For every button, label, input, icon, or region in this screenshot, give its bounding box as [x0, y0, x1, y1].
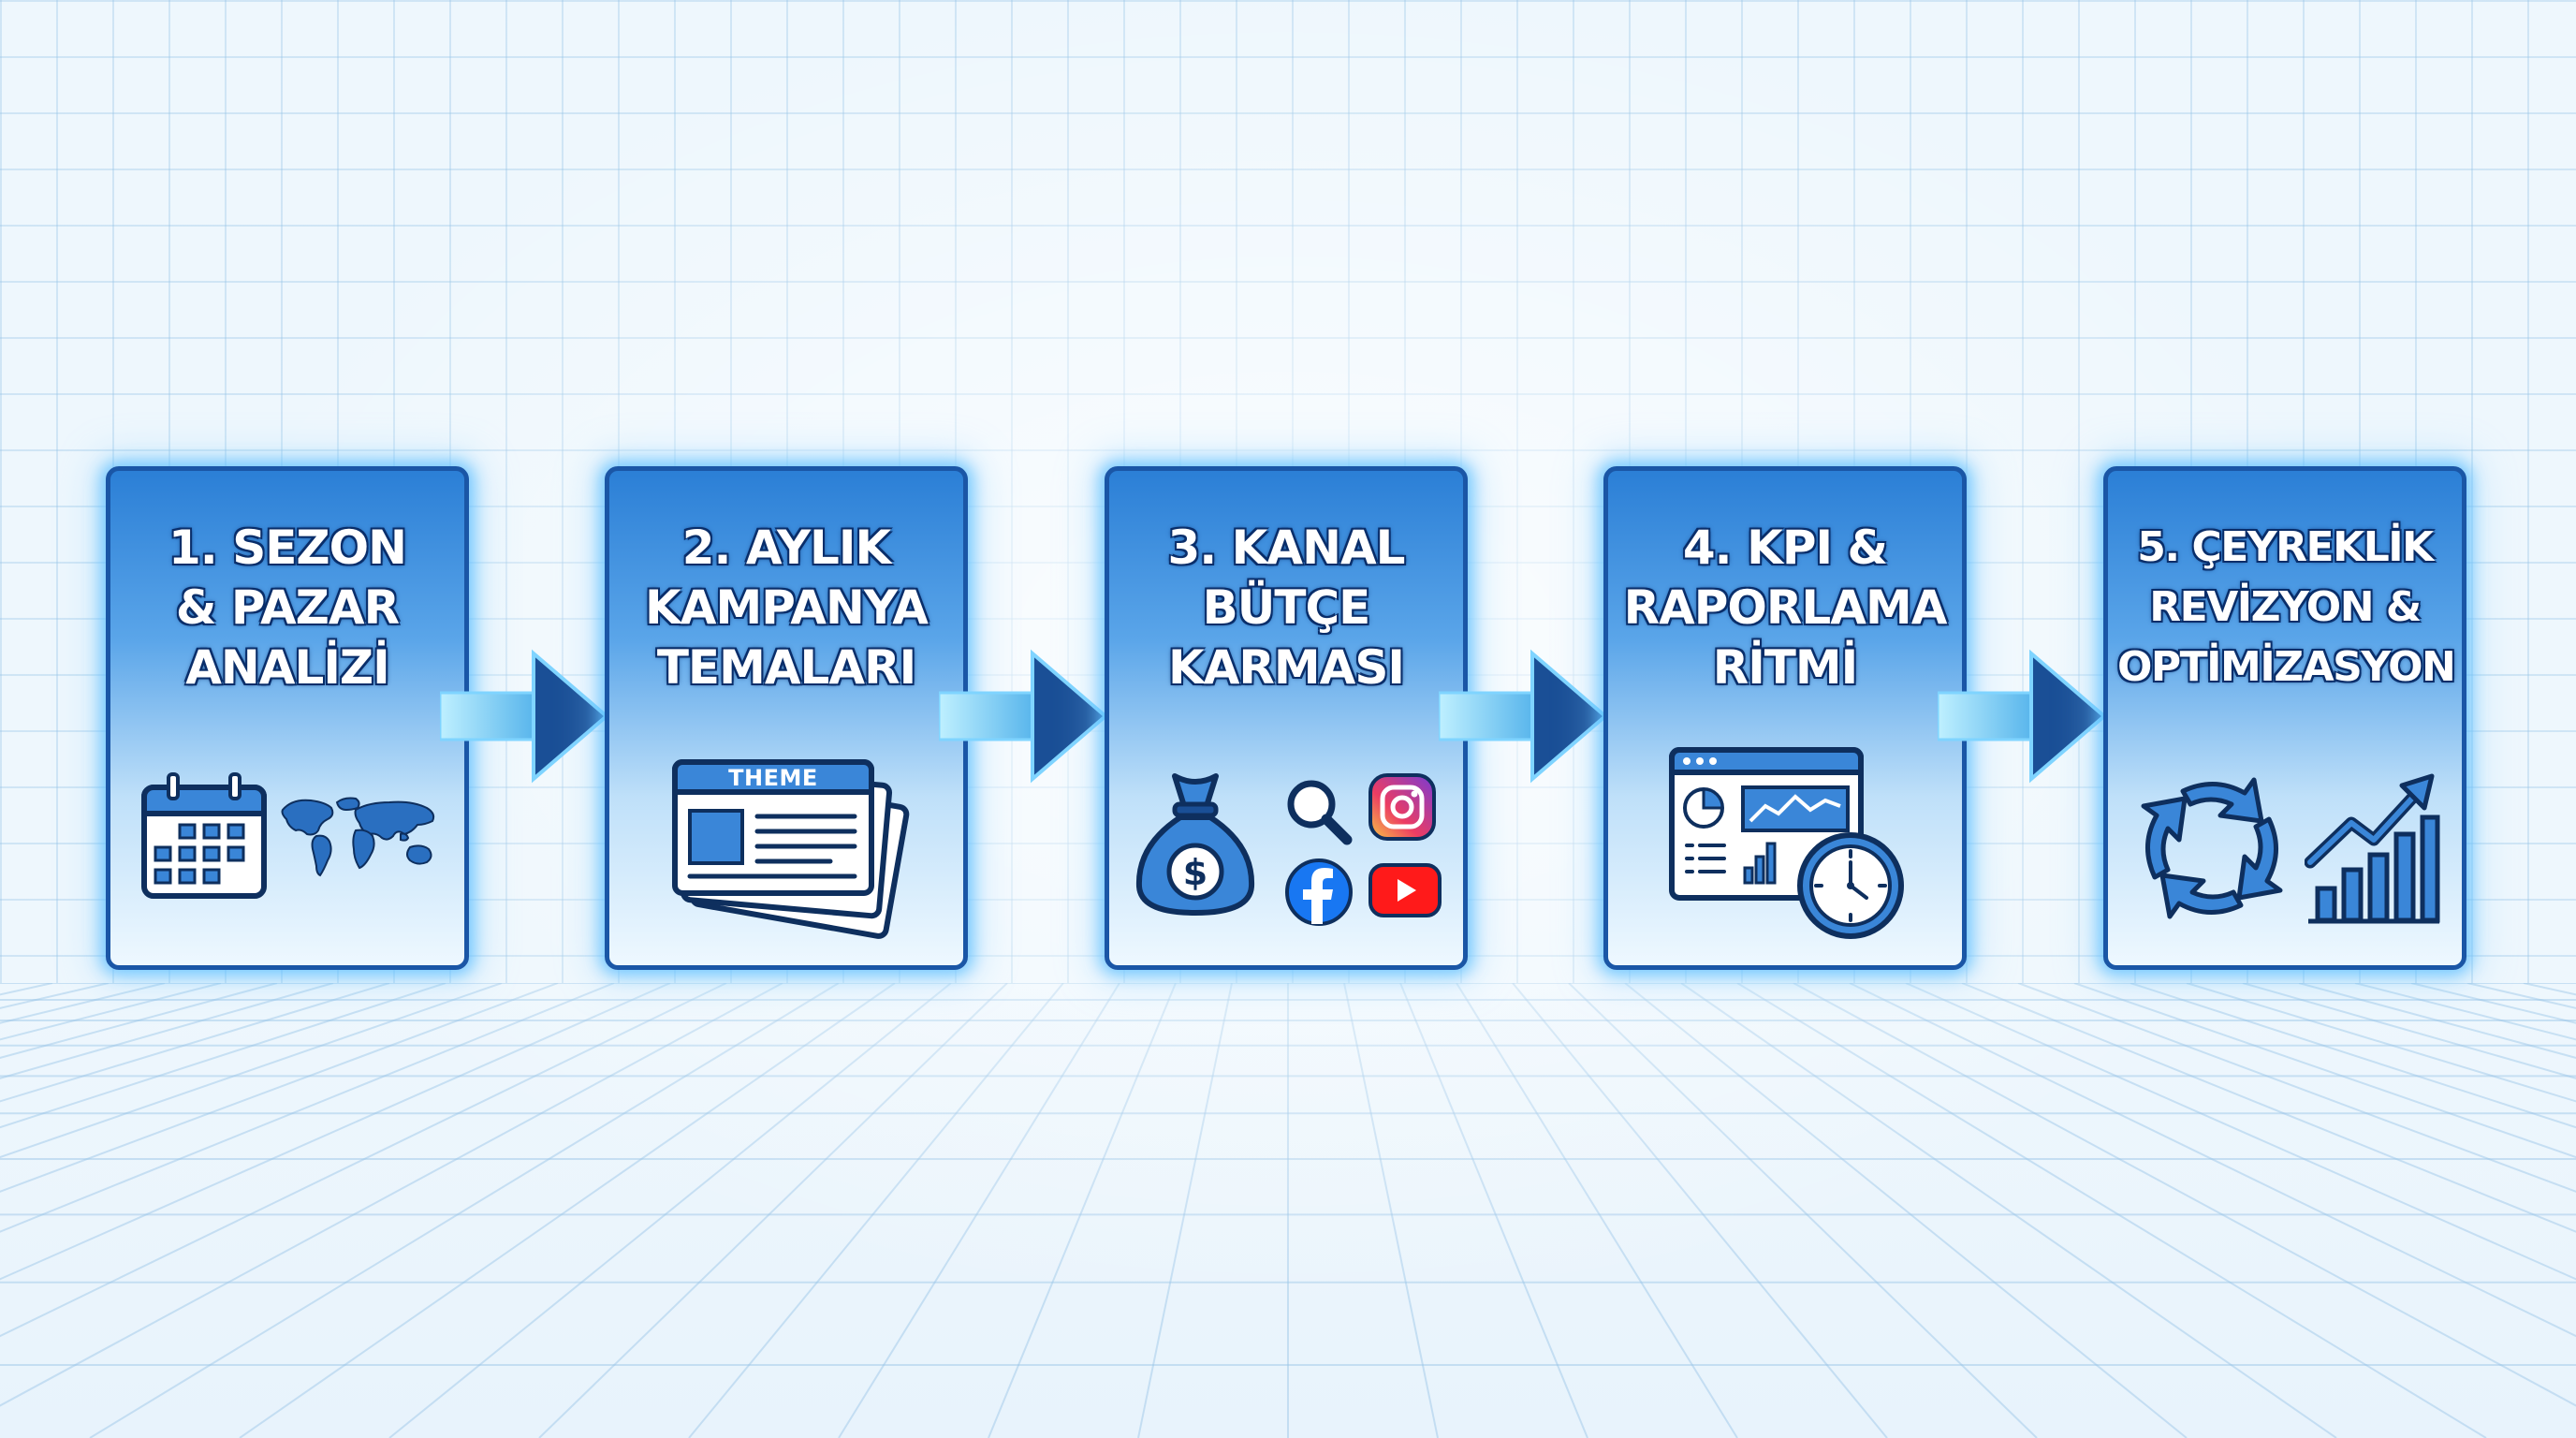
step-1-title: 1. SEZON & PAZAR ANALİZİ	[120, 518, 455, 697]
floor-grid-line	[239, 983, 896, 1438]
floor-grid-line	[1736, 983, 2487, 1438]
step-1-box: 1. SEZON & PAZAR ANALİZİ	[106, 466, 469, 970]
floor-grid-line	[688, 983, 1064, 1438]
facebook-icon	[1283, 857, 1354, 928]
step-1-title-line-1: 1. SEZON	[168, 521, 407, 575]
floor-grid-line	[89, 983, 840, 1438]
step-1-title-line-3: ANALİZİ	[185, 640, 390, 695]
step-5-title-line-2: REVİZYON &	[2149, 583, 2422, 631]
theme-label: THEME	[728, 765, 818, 791]
instagram-icon	[1368, 772, 1437, 842]
floor-grid-line	[1624, 983, 2188, 1438]
step-3-title-line-1: 3. KANAL	[1167, 521, 1405, 575]
money-bag-icon: $	[1134, 769, 1257, 918]
step-5-title-line-1: 5. ÇEYREKLİK	[2137, 523, 2434, 571]
floor-grid-line	[1343, 983, 1439, 1438]
step-5-box: 5. ÇEYREKLİK REVİZYON & OPTİMİZASYON	[2103, 466, 2466, 970]
floor-grid-line	[1793, 983, 2576, 1407]
floor-grid-line	[838, 983, 1120, 1438]
floor-grid-line	[0, 983, 783, 1407]
floor-grid-line	[1456, 983, 1738, 1438]
flow-arrow-3	[1439, 646, 1607, 786]
step-2-title-line-1: 2. AYLIK	[681, 521, 892, 575]
svg-text:$: $	[1183, 852, 1208, 893]
floor-grid-line	[2073, 983, 2576, 1159]
floor-grid-line	[1137, 983, 1233, 1438]
floor-grid-line	[0, 983, 390, 1103]
calendar-icon	[139, 770, 270, 902]
floor-grid-line	[388, 983, 952, 1438]
theme-documents-icon: THEME	[671, 756, 911, 944]
floor-grid-line	[0, 983, 671, 1281]
step-5-title-line-3: OPTİMİZASYON	[2117, 643, 2456, 691]
step-3-title-line-2: BÜTÇE	[1202, 580, 1371, 635]
step-2-title-line-3: TEMALARI	[656, 640, 916, 695]
step-3-box: 3. KANAL BÜTÇE KARMASI $	[1105, 466, 1468, 970]
step-4-title-line-3: RİTMİ	[1712, 640, 1859, 695]
step-3-title: 3. KANAL BÜTÇE KARMASI	[1119, 518, 1454, 697]
step-4-title-line-2: RAPORLAMA	[1623, 580, 1948, 635]
step-2-title-line-2: KAMPANYA	[645, 580, 929, 635]
floor-grid-line	[1680, 983, 2337, 1438]
flow-arrow-1	[440, 646, 608, 786]
floor-grid-line	[1905, 983, 2576, 1281]
step-2-box: 2. AYLIK KAMPANYA TEMALARI THEME	[605, 466, 968, 970]
step-1-title-line-2: & PAZAR	[175, 580, 400, 635]
world-map-icon	[279, 789, 446, 883]
step-5-title: 5. ÇEYREKLİK REVİZYON & OPTİMİZASYON	[2117, 518, 2456, 697]
search-icon	[1283, 776, 1353, 845]
floor-grid-line	[0, 983, 503, 1159]
step-3-title-line-3: KARMASI	[1167, 640, 1405, 695]
floor-grid-line	[0, 983, 222, 1041]
perspective-floor-grid	[0, 983, 2576, 1438]
youtube-icon	[1368, 862, 1442, 918]
step-2-title: 2. AYLIK KAMPANYA TEMALARI	[619, 518, 954, 697]
floor-grid-line	[538, 983, 1008, 1438]
clock-icon	[1795, 830, 1906, 941]
step-4-title: 4. KPI & RAPORLAMA RİTMİ	[1617, 518, 1953, 697]
floor-grid-line	[988, 983, 1177, 1438]
floor-grid-line	[2354, 983, 2576, 1041]
floor-grid-line	[1568, 983, 2038, 1438]
flow-arrow-2	[939, 646, 1107, 786]
floor-grid-line	[1399, 983, 1588, 1438]
floor-grid-line	[1512, 983, 1888, 1438]
floor-grid-line	[2186, 983, 2576, 1103]
step-4-box: 4. KPI & RAPORLAMA RİTMİ	[1603, 466, 1967, 970]
flow-arrow-4	[1938, 646, 2106, 786]
growth-chart-icon	[2305, 769, 2441, 926]
refresh-cycle-icon	[2134, 770, 2290, 926]
step-4-title-line-1: 4. KPI &	[1682, 521, 1888, 575]
